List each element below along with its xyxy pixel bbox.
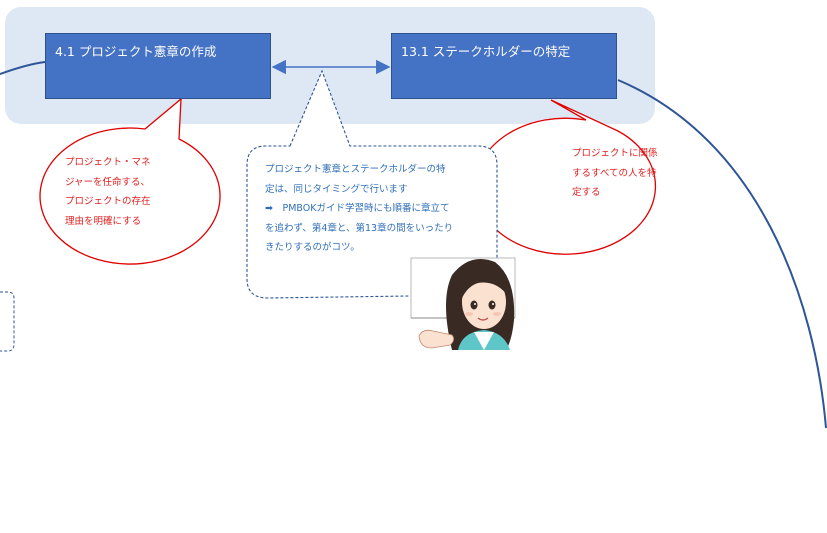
note-line: プロジェクト憲章とステークホルダーの特 <box>265 164 446 175</box>
callout-charter-bubble <box>39 97 221 265</box>
callout-line: プロジェクトに関係 <box>572 148 658 159</box>
process-node-develop-project-charter[interactable]: 4.1 プロジェクト憲章の作成 <box>45 33 271 99</box>
callout-line: 定する <box>572 187 601 198</box>
process-node-label: 13.1 ステークホルダーの特定 <box>401 44 571 59</box>
callout-line: ジャーを任命する、 <box>65 176 151 188</box>
callout-charter-text: プロジェクト・マネ ジャーを任命する、 プロジェクトの存在 理由を明確にする <box>65 153 185 231</box>
callout-stakeholders-text: プロジェクトに関係 するすべての人を特 定する <box>572 144 702 203</box>
callout-stakeholders-bubble <box>474 99 657 255</box>
incoming-connector-left <box>0 61 46 75</box>
mentor-note-text: プロジェクト憲章とステークホルダーの特 定は、同じタイミングで行います ➡ PM… <box>265 160 495 258</box>
callout-line: プロジェクトの存在 <box>65 196 151 207</box>
note-line: きたりするのがコツ。 <box>265 242 360 253</box>
callout-line: 理由を明確にする <box>65 215 142 227</box>
callout-line: するすべての人を特 <box>572 167 657 179</box>
note-line: 定は、同じタイミングで行います <box>265 183 408 195</box>
partial-dashed-box <box>0 291 15 352</box>
mentor-note-bubble <box>246 69 498 299</box>
outgoing-connector-right <box>617 79 827 429</box>
callout-line: プロジェクト・マネ <box>65 157 151 168</box>
note-line: を追わず、第4章と、第13章の間をいったり <box>265 222 454 234</box>
process-node-identify-stakeholders[interactable]: 13.1 ステークホルダーの特定 <box>391 33 617 99</box>
note-line: ➡ PMBOKガイド学習時にも順番に章立て <box>265 203 450 214</box>
process-node-label: 4.1 プロジェクト憲章の作成 <box>55 44 217 59</box>
mentor-character <box>410 257 516 350</box>
